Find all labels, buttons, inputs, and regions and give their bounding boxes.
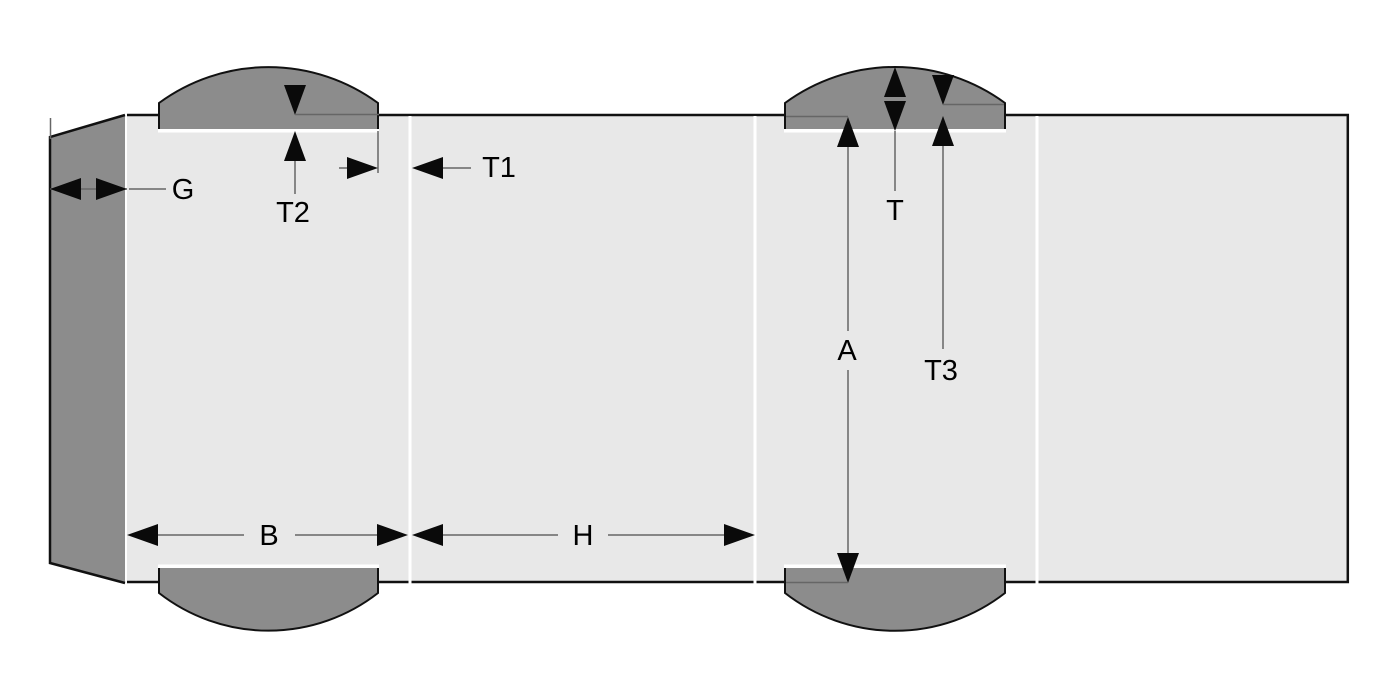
dim-h-arrowhead-left [412, 524, 443, 546]
top-tab-left-outline [158, 66, 379, 129]
dim-h: H [412, 520, 755, 552]
dim-g-label: G [172, 174, 195, 206]
dim-t-arrowhead-down [884, 101, 906, 131]
carton-body-outline [127, 113, 1350, 584]
dim-t: T [884, 67, 906, 227]
dim-a: A [786, 115, 859, 584]
dim-t2-arrowhead-down [284, 85, 306, 115]
dim-a-label: A [837, 335, 857, 367]
dim-t-arrowhead-up [884, 67, 906, 97]
dim-t3: T3 [924, 75, 1004, 387]
dim-h-arrowhead-right [724, 524, 755, 546]
dim-t1-arrowhead-right [347, 157, 378, 179]
bottom-tab-left [159, 568, 378, 631]
bottom-tab-left-outline [158, 568, 379, 632]
carton-blank [48, 66, 1350, 632]
dim-b-arrowhead-left [127, 524, 158, 546]
dim-t3-arrowhead-up [932, 116, 954, 146]
glue-flap [50, 115, 125, 583]
dim-t-label: T [886, 195, 904, 227]
dim-g-arrowhead-right [96, 178, 127, 200]
dim-t2: T2 [276, 85, 379, 229]
dim-b: B [127, 520, 408, 552]
dim-a-arrowhead-up [837, 117, 859, 147]
dim-b-label: B [259, 520, 278, 552]
dim-t2-label: T2 [276, 197, 310, 229]
dim-t2-arrowhead-up [284, 131, 306, 161]
glue-flap-outline [48, 113, 126, 585]
dimensions: G T2 T1 T [50, 67, 1004, 584]
dim-t1-label: T1 [482, 152, 516, 184]
dim-g: G [50, 174, 194, 206]
bottom-tab-right-outline [784, 568, 1006, 632]
dim-t1: T1 [339, 131, 516, 184]
dim-g-arrowhead-left [50, 178, 81, 200]
dim-b-arrowhead-right [377, 524, 408, 546]
dim-a-arrowhead-down [837, 553, 859, 583]
top-tab-left [159, 67, 378, 129]
bottom-tab-right [785, 568, 1005, 631]
dim-t1-arrowhead-left [412, 157, 443, 179]
dim-h-label: H [573, 520, 594, 552]
carton-body-panel [127, 114, 1349, 583]
dim-t3-arrowhead-down [932, 75, 954, 105]
dim-t3-label: T3 [924, 355, 958, 387]
